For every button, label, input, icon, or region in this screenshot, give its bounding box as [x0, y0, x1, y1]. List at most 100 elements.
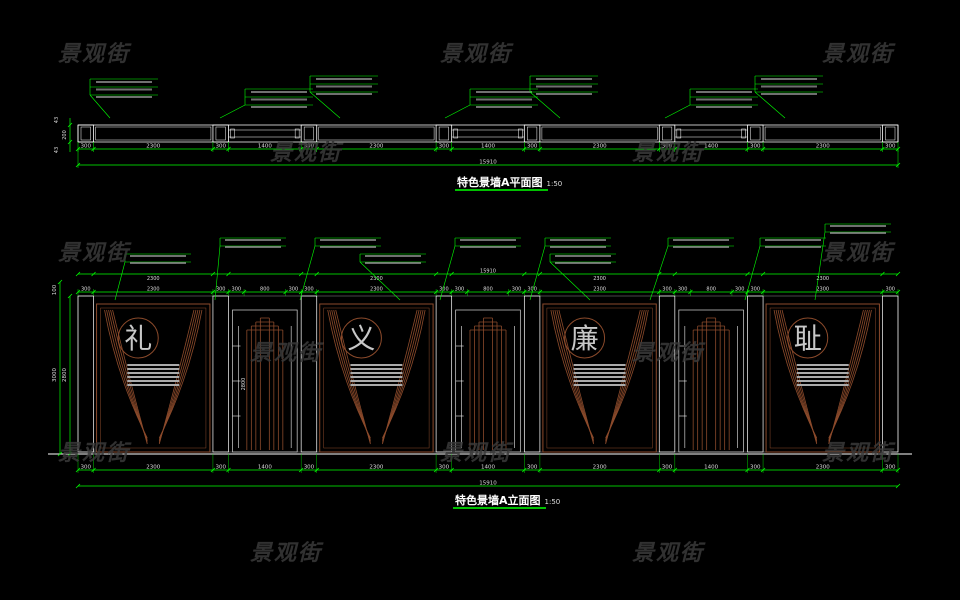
- plan-wall-panel: [764, 126, 881, 141]
- elevation-top-dim-label: 2300: [147, 287, 160, 293]
- dimension-tick: [314, 146, 320, 152]
- plan-side-label: 200: [62, 130, 68, 140]
- character-circle: [564, 317, 606, 359]
- plan-post: [435, 124, 453, 143]
- elevation-top-dim-label: 2300: [816, 287, 829, 293]
- elevation-dim-label: 15910: [480, 269, 496, 275]
- plan-dim-label: 2300: [593, 144, 607, 150]
- elevation-bottom-dim-label: 1400: [258, 465, 272, 471]
- note-text-scribble: [96, 88, 152, 91]
- dimension-tick: [449, 271, 454, 277]
- dimension-tick: [67, 293, 73, 299]
- note-text-scribble: [96, 81, 152, 83]
- plan-post-inner: [80, 126, 91, 141]
- dimension-tick: [433, 271, 439, 277]
- leader-line: [744, 245, 761, 301]
- plan-post-inner: [662, 126, 673, 141]
- plate-text-scribble: [796, 376, 849, 378]
- note-text-scribble: [476, 106, 532, 108]
- dimension-tick: [298, 146, 304, 152]
- plan-post-inner: [885, 126, 896, 141]
- elevation-dim-label: 2300: [147, 276, 160, 282]
- note-text-scribble: [830, 225, 886, 227]
- elevation-top-dim-label: 300: [512, 287, 522, 293]
- gate-frame: [455, 309, 521, 453]
- leader-line: [89, 94, 111, 119]
- elevation-dim-label: 2300: [816, 276, 829, 282]
- plan-post-inner: [438, 126, 449, 141]
- wall-character: 礼: [124, 322, 152, 355]
- dimension-tick: [760, 146, 766, 152]
- leader-line: [219, 104, 246, 119]
- plan-dim-label: 300: [439, 144, 450, 150]
- plate-text-scribble: [127, 372, 180, 374]
- plate-text-scribble: [573, 384, 626, 386]
- dimension-tick: [522, 271, 527, 277]
- plate-text-scribble: [350, 368, 403, 370]
- note-text-scribble: [365, 262, 421, 264]
- note-text-scribble: [251, 98, 307, 101]
- plan-dim-label: 300: [750, 144, 761, 150]
- dimension-tick: [745, 146, 750, 152]
- note-text-scribble: [460, 246, 516, 248]
- elevation-bottom-dim-label: 300: [215, 465, 226, 471]
- elevation-top-dim-label: 300: [885, 287, 895, 293]
- dimension-tick: [57, 279, 63, 285]
- dimension-tick: [67, 139, 73, 145]
- note-text-scribble: [696, 98, 752, 101]
- elevation-bottom-dim-label: 2300: [146, 465, 160, 471]
- post: [523, 295, 541, 453]
- elevation-side-label: 3000: [52, 368, 58, 382]
- leader-line: [529, 91, 561, 119]
- plate-text-scribble: [796, 384, 849, 386]
- plate-text-scribble: [796, 368, 849, 370]
- plate-text-scribble: [350, 372, 403, 374]
- plan-post: [658, 124, 676, 143]
- note-text-scribble: [673, 246, 729, 248]
- plate-text-scribble: [796, 372, 849, 374]
- plate-text-scribble: [350, 384, 403, 386]
- plan-dim-label: 300: [527, 144, 538, 150]
- note-text-scribble: [550, 246, 606, 248]
- post: [300, 295, 318, 453]
- character-circle: [117, 317, 159, 359]
- plan-gate-post: [230, 128, 235, 139]
- dimension-tick: [314, 271, 320, 277]
- dimension-tick: [67, 122, 73, 128]
- elevation-inner-height-label: 2800: [241, 378, 247, 391]
- elevation-bottom-dim-label: 2300: [816, 465, 830, 471]
- leader-line: [529, 245, 546, 301]
- note-text-scribble: [555, 255, 611, 257]
- note-text-scribble: [673, 239, 729, 241]
- elevation-dim-label: 2300: [370, 276, 383, 282]
- dimension-tick: [75, 271, 81, 277]
- plan-dim-label: 300: [215, 144, 226, 150]
- note-text-scribble: [320, 246, 376, 248]
- plate-text-scribble: [796, 364, 849, 366]
- plate-text-scribble: [573, 368, 626, 370]
- note-text-scribble: [130, 262, 186, 264]
- elevation-bottom-dim-label: 300: [527, 465, 538, 471]
- post: [212, 295, 229, 453]
- elevation-outline: [77, 295, 899, 453]
- elevation-top-dim-label: 800: [483, 287, 493, 293]
- note-text-scribble: [765, 246, 821, 248]
- plan-dim-label: 1400: [704, 144, 718, 150]
- dimension-tick: [672, 146, 678, 152]
- plan-dim-label: 300: [304, 144, 315, 150]
- elevation-side-label: 2800: [62, 368, 68, 382]
- wall-character: 义: [347, 322, 375, 355]
- elevation-top-dim-label: 2300: [370, 287, 383, 293]
- dimension-tick: [210, 271, 216, 277]
- elevation-bottom-dim-label: 300: [885, 465, 896, 471]
- plan-wall-panel: [95, 126, 212, 141]
- note-text-scribble: [765, 239, 821, 241]
- plan-dim-label: 1400: [481, 144, 495, 150]
- elevation-bottom-dim-label: 1400: [704, 465, 718, 471]
- elevation-top-dim-label: 300: [662, 287, 672, 293]
- wall-character: 耻: [794, 322, 822, 355]
- elevation-bottom-dim-label: 300: [81, 465, 92, 471]
- plate-text-scribble: [350, 364, 403, 366]
- elevation-top-dim-label: 300: [751, 287, 761, 293]
